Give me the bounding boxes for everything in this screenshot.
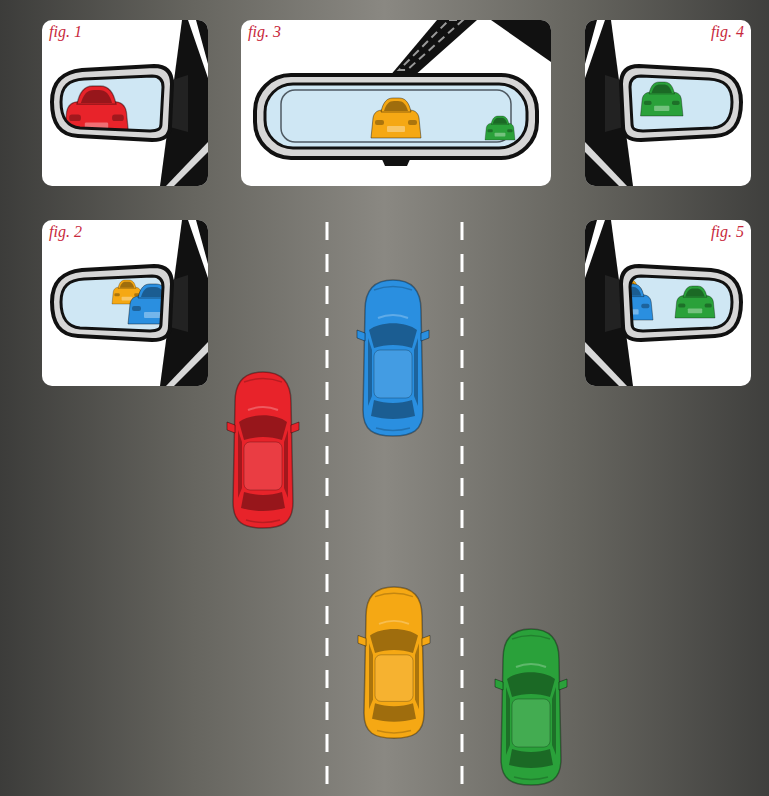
green-car-reflection	[641, 82, 684, 116]
mount-detail	[399, 20, 463, 70]
mirror-glass-edge	[630, 76, 732, 131]
yellow-car-reflection	[616, 280, 644, 302]
green-car	[495, 629, 567, 785]
rear-window-outline	[281, 90, 511, 142]
yellow-car-reflection	[371, 98, 421, 138]
rearview-mirror	[255, 20, 551, 166]
mirror-glass-edge	[61, 76, 163, 131]
blue-car-reflection	[128, 284, 178, 324]
red-car-reflection	[64, 86, 129, 138]
mirror-tab	[381, 157, 411, 166]
yellow-car-reflection	[112, 280, 142, 304]
blue-car-reflection	[608, 284, 653, 320]
figure-label: fig. 5	[711, 223, 744, 241]
figure-label: fig. 1	[49, 23, 82, 41]
figure-label: fig. 3	[248, 23, 281, 41]
left-side-mirror	[52, 20, 208, 186]
mirror-glass-edge	[61, 276, 163, 331]
red-car	[227, 372, 299, 528]
figure-panel: fig. 1	[42, 20, 208, 186]
mirror-glass	[265, 84, 527, 148]
green-car-reflection	[675, 286, 715, 318]
mirror-mount	[389, 20, 477, 77]
figure-label: fig. 2	[49, 223, 82, 241]
figure-panel: fig. 2	[42, 220, 208, 386]
yellow-car	[358, 587, 430, 738]
right-side-mirror	[585, 20, 741, 186]
mirror-housing	[52, 220, 208, 386]
figure-panel: fig. 5	[585, 220, 751, 386]
mirror-housing	[52, 20, 208, 186]
right-side-mirror	[585, 220, 741, 386]
mirror-glass-edge	[630, 276, 732, 331]
lane-line	[326, 222, 329, 796]
left-side-mirror	[52, 220, 208, 386]
figure-panel: fig. 4	[585, 20, 751, 186]
blue-car	[357, 280, 429, 436]
figure-label: fig. 4	[711, 23, 744, 41]
mirror-housing	[585, 20, 741, 186]
mirror-housing	[255, 75, 537, 158]
windshield-frame	[491, 20, 551, 62]
mirror-glass-edge	[265, 84, 527, 148]
lane-line	[461, 222, 464, 796]
mirror-housing	[585, 220, 741, 386]
figure-panel: fig. 3	[241, 20, 551, 186]
green-car-reflection	[485, 116, 515, 140]
